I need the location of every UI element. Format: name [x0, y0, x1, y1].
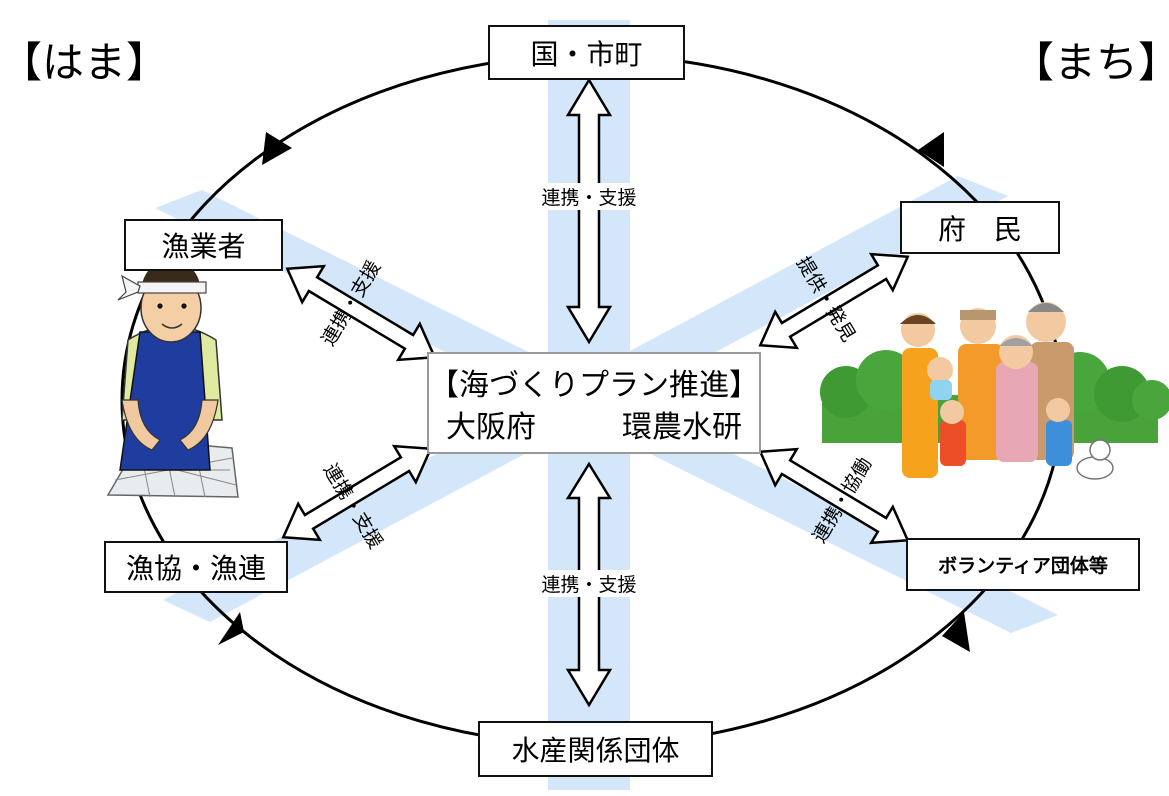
fisherman-illustration: [106, 262, 239, 498]
arrowhead-upper-right: [918, 132, 944, 167]
link-label-bottom: 連携・支援: [533, 570, 645, 597]
node-fisheries-groups-label: 水産関係団体: [511, 734, 680, 767]
node-volunteers: ボランティア団体等: [906, 538, 1140, 591]
node-fishermen-label: 漁業者: [161, 230, 246, 263]
arrowhead-lower-left: [218, 612, 244, 645]
upper-right-double-arrow: [758, 252, 910, 350]
node-residents: 府 民: [900, 201, 1060, 254]
diagonal-arrows: [281, 252, 910, 545]
center-title: 【海づくりプラン推進】: [429, 368, 759, 403]
arrowhead-upper-left: [262, 132, 292, 165]
node-government-label: 国・市町: [530, 37, 643, 71]
center-box: 【海づくりプラン推進】 大阪府 環農水研: [427, 352, 761, 454]
center-parties: 大阪府 環農水研: [429, 402, 759, 446]
node-cooperatives: 漁協・漁連: [104, 541, 288, 593]
center-arrow-space: [540, 414, 618, 444]
arrowhead-lower-right: [942, 612, 970, 652]
node-residents-label: 府 民: [937, 212, 1022, 246]
node-government: 国・市町: [488, 25, 685, 80]
region-label-right: 【まち】: [1012, 38, 1169, 87]
node-volunteers-label: ボランティア団体等: [938, 555, 1108, 577]
top-double-arrow: [565, 77, 613, 345]
center-left-party: 大阪府: [446, 410, 536, 445]
region-label-left: 【はま】: [0, 38, 169, 87]
node-fishermen: 漁業者: [124, 219, 283, 271]
center-right-party: 環農水研: [622, 410, 742, 445]
link-label-top: 連携・支援: [533, 183, 645, 210]
node-cooperatives-label: 漁協・漁連: [125, 552, 266, 585]
cycle-arrowheads: [218, 132, 970, 652]
node-fisheries-groups: 水産関係団体: [478, 721, 713, 777]
family-illustration: [820, 302, 1169, 480]
